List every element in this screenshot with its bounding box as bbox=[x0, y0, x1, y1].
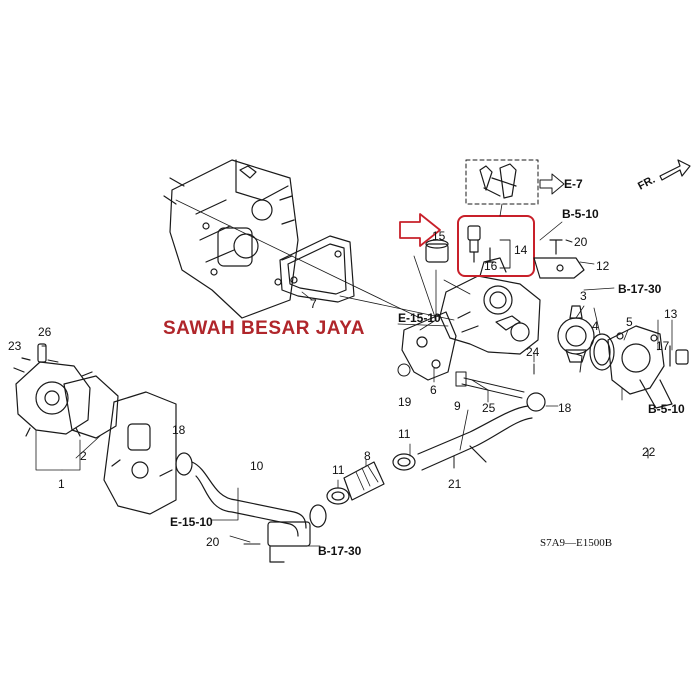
part-number-3: 3 bbox=[580, 289, 587, 303]
front-arrow bbox=[659, 159, 691, 181]
part-number-22: 22 bbox=[642, 445, 656, 459]
part-number-21: 21 bbox=[448, 477, 462, 491]
part-number-23: 23 bbox=[8, 339, 22, 353]
part-number-8: 8 bbox=[364, 449, 371, 463]
pump-gasket-2-drawing bbox=[63, 375, 119, 439]
engine-block-drawing bbox=[163, 159, 299, 319]
water-outlet-housing-drawing bbox=[439, 257, 541, 355]
sensor-17-drawing bbox=[669, 345, 689, 367]
part-number-14: 14 bbox=[514, 243, 528, 257]
part-number-19: 19 bbox=[398, 395, 412, 409]
cap-15-drawing bbox=[425, 239, 449, 263]
part-number-10: 10 bbox=[250, 459, 264, 473]
part-number-18-left: 18 bbox=[172, 423, 186, 437]
highlight-arrow bbox=[399, 213, 441, 247]
part-number-11-right: 11 bbox=[398, 427, 411, 441]
part-number-2: 2 bbox=[80, 449, 87, 463]
leader-line bbox=[175, 199, 421, 319]
sensor-14-drawing bbox=[467, 225, 511, 269]
part-number-25: 25 bbox=[482, 401, 496, 415]
hose-clamp-11-right bbox=[392, 453, 416, 471]
bracket-6-drawing bbox=[401, 311, 457, 381]
part-number-20-top: 20 bbox=[574, 235, 588, 249]
label-leaders bbox=[35, 221, 673, 547]
ref-e-15-10-mid: E-15-10 bbox=[398, 311, 441, 325]
gasket-7-drawing bbox=[279, 235, 355, 303]
part-number-18-right: 18 bbox=[558, 401, 572, 415]
part-number-13: 13 bbox=[664, 307, 678, 321]
hose-clamp-11-left bbox=[326, 487, 350, 505]
bracket-12-drawing bbox=[533, 239, 585, 279]
part-number-12: 12 bbox=[596, 259, 610, 273]
part-number-7: 7 bbox=[310, 297, 317, 311]
ref-e-7: E-7 bbox=[564, 177, 583, 191]
ref-b-17-30-right: B-17-30 bbox=[618, 282, 662, 296]
watermark-text: SAWAH BESAR JAYA bbox=[163, 318, 365, 339]
timing-case-drawing bbox=[103, 391, 177, 515]
part-number-4: 4 bbox=[592, 319, 599, 333]
ref-b-17-30-bottom: B-17-30 bbox=[318, 544, 362, 558]
part-number-9: 9 bbox=[454, 399, 461, 413]
part-number-26: 26 bbox=[38, 325, 52, 339]
part-number-6: 6 bbox=[430, 383, 437, 397]
part-number-24: 24 bbox=[526, 345, 540, 359]
part-number-11-left: 11 bbox=[332, 463, 345, 477]
water-pipe-9-drawing bbox=[417, 405, 533, 471]
diagram-code: S7A9—E1500B bbox=[540, 537, 613, 549]
part-number-15: 15 bbox=[432, 229, 446, 243]
part-number-17: 17 bbox=[656, 339, 670, 353]
part-number-16: 16 bbox=[484, 259, 498, 273]
part-number-5: 5 bbox=[626, 315, 633, 329]
highlight-box bbox=[457, 215, 535, 277]
o-ring-18-right bbox=[526, 392, 546, 412]
water-pipe-10-drawing bbox=[191, 461, 311, 563]
water-pump-drawing bbox=[13, 343, 93, 437]
ref-b-5-10-top: B-5-10 bbox=[562, 207, 599, 221]
o-ring-pipe-end bbox=[309, 504, 327, 528]
connector-detail-drawing bbox=[465, 159, 565, 217]
o-ring-18-left bbox=[175, 452, 193, 476]
thermostat-seal-4-drawing bbox=[589, 333, 615, 371]
ref-b-5-10-right: B-5-10 bbox=[648, 402, 685, 416]
ref-e-15-10-left: E-15-10 bbox=[170, 515, 213, 529]
thermostat-cover-5-drawing bbox=[607, 325, 673, 409]
part-number-20-bottom: 20 bbox=[206, 535, 220, 549]
part-number-1: 1 bbox=[58, 477, 65, 491]
hose-8-drawing bbox=[343, 461, 385, 501]
bolts-drawing bbox=[41, 239, 649, 545]
